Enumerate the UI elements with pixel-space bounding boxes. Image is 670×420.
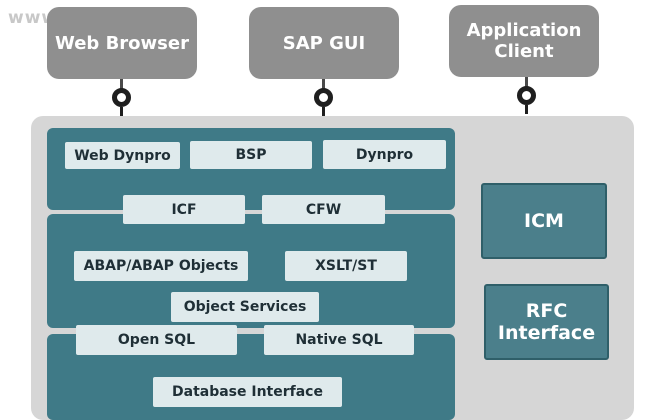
sap-gui-client: SAP GUI <box>249 7 399 79</box>
web-browser-label: Web Browser <box>55 32 189 54</box>
sap-gui-connector-line <box>322 79 325 90</box>
cfw-box: CFW <box>262 195 385 224</box>
database-interface-box: Database Interface <box>153 377 342 407</box>
database-interface-label: Database Interface <box>172 384 323 400</box>
web-dynpro-label: Web Dynpro <box>74 147 171 164</box>
object-services-label: Object Services <box>183 299 307 315</box>
application-client-socket-icon <box>517 86 536 105</box>
application-client-label: Application Client <box>466 20 582 62</box>
dynpro-label: Dynpro <box>355 146 414 163</box>
native-sql-label: Native SQL <box>295 332 383 348</box>
object-services-box: Object Services <box>171 292 319 322</box>
native-sql-box: Native SQL <box>264 325 414 355</box>
sap-gui-label: SAP GUI <box>282 32 366 54</box>
application-client-connector-line <box>525 77 528 88</box>
web-dynpro-box: Web Dynpro <box>65 142 180 169</box>
sap-gui-socket-stem <box>322 107 325 116</box>
xslt-box: XSLT/ST <box>285 251 407 281</box>
rfc-interface-label: RFC Interface <box>497 300 596 344</box>
icf-box: ICF <box>123 195 245 224</box>
abap-objects-label: ABAP/ABAP Objects <box>83 258 239 274</box>
icf-label: ICF <box>171 201 197 218</box>
icm-box: ICM <box>481 183 607 259</box>
rfc-interface-box: RFC Interface <box>484 284 609 360</box>
abap-objects-box: ABAP/ABAP Objects <box>74 251 248 281</box>
open-sql-label: Open SQL <box>117 332 196 348</box>
web-browser-connector-line <box>120 79 123 90</box>
open-sql-box: Open SQL <box>76 325 237 355</box>
cfw-label: CFW <box>305 201 342 218</box>
application-client-socket-stem <box>525 105 528 114</box>
bsp-box: BSP <box>190 141 312 169</box>
web-browser-socket-icon <box>112 88 131 107</box>
icm-label: ICM <box>524 210 564 232</box>
dynpro-box: Dynpro <box>323 140 446 169</box>
bsp-label: BSP <box>235 147 267 163</box>
web-browser-socket-stem <box>120 107 123 116</box>
sap-gui-socket-icon <box>314 88 333 107</box>
xslt-label: XSLT/ST <box>315 258 377 274</box>
web-browser-client: Web Browser <box>47 7 197 79</box>
application-client: Application Client <box>449 5 599 77</box>
